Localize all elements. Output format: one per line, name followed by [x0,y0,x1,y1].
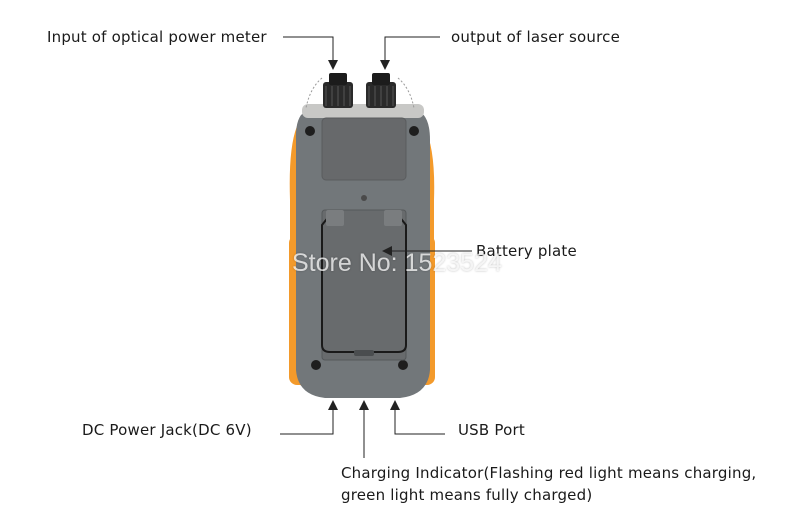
label-charging-indicator: Charging Indicator(Flashing red light me… [341,462,756,506]
kickstand-hinge-right [384,210,402,226]
arrow-left-battery-icon [382,246,392,256]
leader-usb [394,410,445,435]
dust-cap-right-outline [397,77,415,109]
label-battery-plate: Battery plate [476,242,577,260]
label-usb-port: USB Port [458,421,525,439]
upper-panel [321,117,407,181]
label-optical-power-meter-input: Input of optical power meter [47,28,267,46]
arrow-up-charge-icon [359,400,369,410]
label-laser-source-output: output of laser source [451,28,621,46]
arrow-down-input-icon [328,60,338,70]
arrow-up-dc-icon [328,400,338,410]
screw-bottom-right-icon [398,360,408,370]
kickstand-hinge-left [326,210,344,226]
leader-input [283,36,334,62]
mount-hole-icon [361,195,367,201]
laser-output-connector-icon [366,73,396,108]
charging-indicator-line-1: Charging Indicator(Flashing red light me… [341,464,757,482]
charging-indicator-line-2: green light means fully charged) [341,486,593,504]
screw-bottom-left-icon [311,360,321,370]
dust-cap-left-outline [305,77,323,109]
optical-input-connector-icon [323,73,353,108]
arrow-up-usb-icon [390,400,400,410]
store-watermark: Store No: 1523524 [292,249,502,277]
battery-latch [354,350,374,356]
leader-output [384,36,440,62]
leader-dc [280,410,334,435]
battery-plate [321,209,407,361]
screw-top-left-icon [305,126,315,136]
label-dc-power-jack: DC Power Jack(DC 6V) [82,421,252,439]
arrow-down-output-icon [380,60,390,70]
screw-top-right-icon [409,126,419,136]
connector-bar [302,104,424,118]
